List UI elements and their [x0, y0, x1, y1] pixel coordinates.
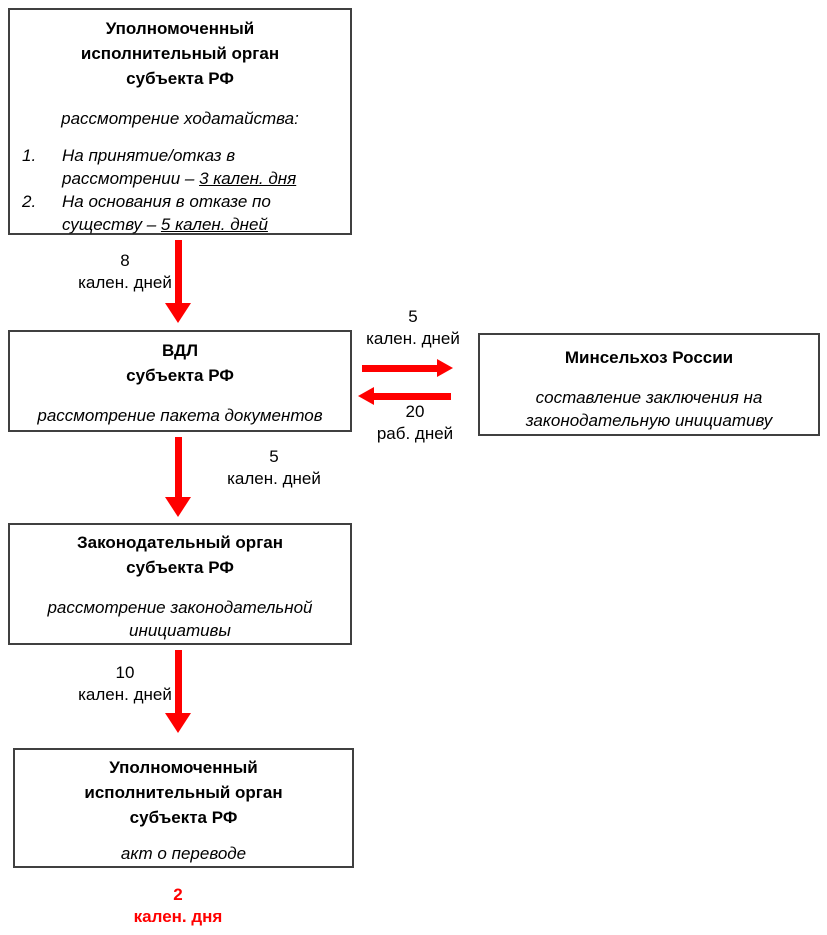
node-authorized-executive-org-top: Уполномоченный исполнительный орган субъ… [8, 8, 352, 235]
list-item-text: На принятие/отказ в рассмотрении – 3 кал… [62, 146, 297, 188]
node-subtitle: составление заключения на законодательну… [525, 388, 773, 430]
duration-value: 10 [115, 663, 135, 682]
list-item: 1. На принятие/отказ в рассмотрении – 3 … [10, 144, 350, 190]
node-minselhoz: Минсельхоз России составление заключения… [478, 333, 820, 436]
arrow-vdl-to-minselhoz [362, 359, 453, 377]
list-item-number: 1. [22, 146, 37, 165]
duration-value: 2 [173, 885, 183, 904]
duration-value: 5 [408, 307, 418, 326]
duration-value: 8 [120, 251, 130, 270]
arrow-down-icon [165, 713, 191, 733]
node-subtitle: рассмотрение ходатайства: [61, 109, 299, 128]
arrow-shaft [174, 650, 182, 713]
label-final-duration: 2 кален. дня [118, 884, 238, 928]
arrow-shaft [174, 437, 182, 497]
duration-unit: кален. дней [227, 469, 321, 488]
title-line: Законодательный орган [76, 533, 283, 552]
arrow-top-to-vdl [165, 240, 191, 323]
duration-unit: кален. дня [133, 907, 223, 926]
node-authorized-executive-org-bottom: Уполномоченный исполнительный орган субъ… [13, 748, 354, 868]
label-legislative-to-bottom: 10 кален. дней [60, 662, 190, 706]
title-line: субъекта РФ [126, 558, 234, 577]
node-title: Уполномоченный исполнительный орган субъ… [10, 16, 350, 91]
node-subtitle: рассмотрение законодательной инициативы [47, 598, 313, 640]
node-title: Минсельхоз России [564, 348, 734, 367]
arrow-legislative-to-bottom [165, 650, 191, 733]
duration-unit: кален. дней [366, 329, 460, 348]
duration-unit: раб. дней [376, 424, 454, 443]
arrow-right-icon [437, 359, 453, 377]
node-legislative-org: Законодательный орган субъекта РФ рассмо… [8, 523, 352, 645]
underlined-deadline: 3 кален. дня [199, 169, 297, 188]
list-item: 2. На основания в отказе по существу – 5… [10, 190, 350, 236]
duration-value: 5 [269, 447, 279, 466]
arrow-shaft [362, 364, 437, 372]
arrow-left-icon [358, 387, 374, 405]
label-minselhoz-to-vdl: 20 раб. дней [352, 401, 478, 445]
node-subtitle: рассмотрение пакета документов [37, 406, 323, 425]
label-vdl-to-minselhoz: 5 кален. дней [352, 306, 474, 350]
node-subtitle: акт о переводе [120, 844, 247, 863]
title-line: Уполномоченный [109, 758, 258, 777]
title-line: ВДЛ [161, 341, 199, 360]
node-vdl: ВДЛ субъекта РФ рассмотрение пакета доку… [8, 330, 352, 432]
list-item-text: На основания в отказе по существу – 5 ка… [62, 192, 271, 234]
list-item-number: 2. [22, 192, 37, 211]
title-line: субъекта РФ [126, 69, 234, 88]
duration-value: 20 [405, 402, 425, 421]
duration-unit: кален. дней [78, 273, 172, 292]
title-line: Уполномоченный [105, 19, 255, 38]
arrow-down-icon [165, 497, 191, 517]
duration-unit: кален. дней [78, 685, 172, 704]
title-line: субъекта РФ [129, 808, 238, 827]
title-line: субъекта РФ [126, 366, 234, 385]
arrow-down-icon [165, 303, 191, 323]
arrow-minselhoz-to-vdl [358, 387, 451, 405]
title-line: исполнительный орган [80, 44, 280, 63]
node-title: ВДЛ субъекта РФ [10, 338, 350, 388]
arrow-shaft [174, 240, 182, 303]
title-line: исполнительный орган [84, 783, 283, 802]
deadline-list: 1. На принятие/отказ в рассмотрении – 3 … [10, 144, 350, 236]
arrow-vdl-to-legislative [165, 437, 191, 517]
label-top-to-vdl: 8 кален. дней [60, 250, 190, 294]
underlined-deadline: 5 кален. дней [160, 215, 268, 234]
arrow-shaft [374, 392, 451, 400]
node-title: Законодательный орган субъекта РФ [10, 530, 350, 580]
node-title: Уполномоченный исполнительный орган субъ… [15, 755, 352, 830]
label-vdl-to-legislative: 5 кален. дней [213, 446, 335, 490]
